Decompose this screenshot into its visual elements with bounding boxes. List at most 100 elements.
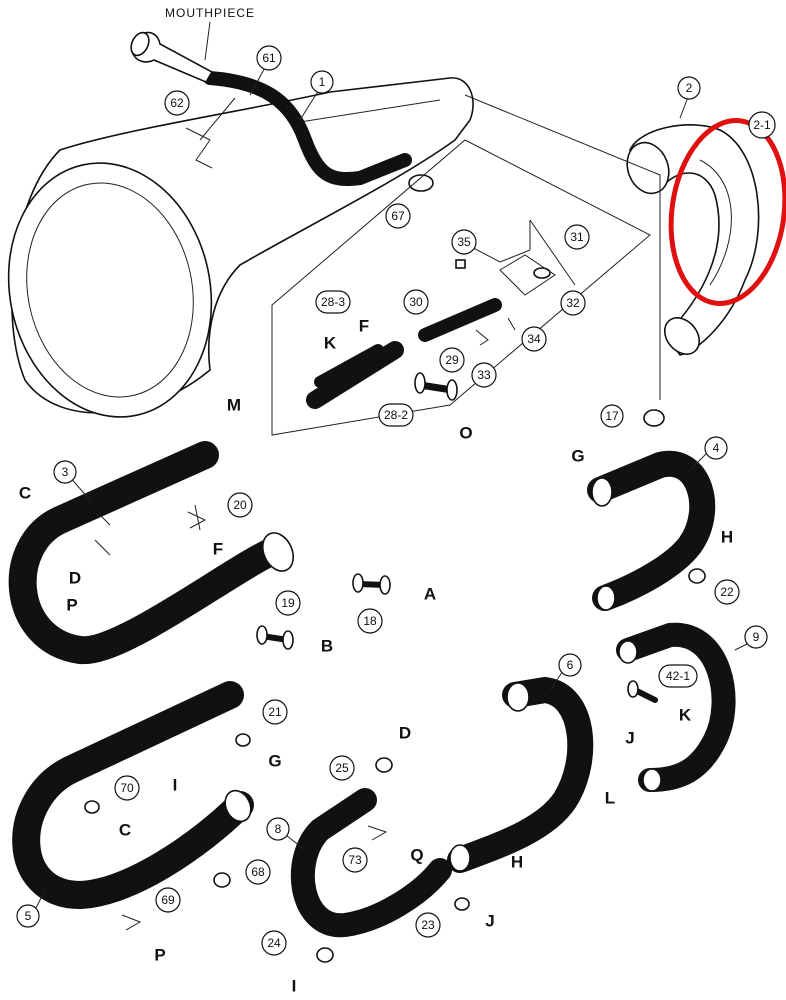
part-number-p35: 35 xyxy=(457,235,471,249)
connection-letter-L1: L xyxy=(605,789,615,808)
connection-letter-J2: J xyxy=(485,912,494,931)
tube-6-8 xyxy=(290,676,594,963)
valve-assembly xyxy=(271,94,661,436)
connection-letter-G1: G xyxy=(571,447,584,466)
connection-letter-H2: H xyxy=(511,853,523,872)
connection-letter-P2: P xyxy=(154,946,165,965)
connection-letter-D1: D xyxy=(69,569,81,588)
connection-letter-F1: F xyxy=(359,317,369,336)
part-bubble-p69: 69 xyxy=(155,887,181,913)
part-bubble-p62: 62 xyxy=(164,90,190,116)
part-number-p61: 61 xyxy=(262,51,276,65)
part-bubble-p1: 1 xyxy=(310,70,334,94)
part-number-p8: 8 xyxy=(275,822,282,836)
part-bubble-p22: 22 xyxy=(714,579,740,605)
part-bubble-p8: 8 xyxy=(266,817,290,841)
upper-bow xyxy=(626,118,786,356)
part-bubble-p21: 21 xyxy=(262,699,288,725)
part-bubble-p68: 68 xyxy=(245,859,271,885)
part-bubble-p61: 61 xyxy=(256,45,282,71)
part-bubble-p23: 23 xyxy=(415,912,441,938)
connection-letter-B1: B xyxy=(321,637,333,656)
part-number-p2-1: 2-1 xyxy=(753,118,771,132)
connection-letter-C2: C xyxy=(119,821,131,840)
part-number-p29: 29 xyxy=(445,353,459,367)
part-bubble-p25: 25 xyxy=(329,755,355,781)
part-bubble-p35: 35 xyxy=(451,229,477,255)
connection-letter-K2: K xyxy=(679,706,692,725)
part-bubble-p18: 18 xyxy=(357,608,383,634)
part-number-p67: 67 xyxy=(391,209,405,223)
part-number-p33: 33 xyxy=(477,368,491,382)
part-number-p69: 69 xyxy=(161,893,175,907)
part-number-p30: 30 xyxy=(409,295,423,309)
part-bubble-p5: 5 xyxy=(16,904,40,928)
connection-letter-A1: A xyxy=(424,585,436,604)
part-bubble-p20: 20 xyxy=(227,492,253,518)
part-bubble-p17: 17 xyxy=(600,404,624,428)
part-bubble-p6: 6 xyxy=(558,653,582,677)
part-bubble-p34: 34 xyxy=(521,326,547,352)
connection-letter-I1: I xyxy=(173,776,178,795)
part-number-p20: 20 xyxy=(233,498,247,512)
part-number-p28-3: 28-3 xyxy=(321,295,345,309)
part-number-p68: 68 xyxy=(251,865,265,879)
part-bubble-p28-2: 28-2 xyxy=(378,403,414,427)
part-bubble-p3: 3 xyxy=(53,460,77,484)
part-number-p3: 3 xyxy=(62,465,69,479)
part-number-p28-2: 28-2 xyxy=(384,408,408,422)
part-bubble-p24: 24 xyxy=(261,930,287,956)
part-number-p62: 62 xyxy=(170,96,184,110)
part-number-p32: 32 xyxy=(566,296,580,310)
part-number-p73: 73 xyxy=(348,853,362,867)
highlight-circle xyxy=(668,118,786,306)
connection-letter-P1: P xyxy=(66,596,77,615)
connection-letter-Q1: Q xyxy=(410,846,423,865)
tube-9 xyxy=(616,622,736,792)
connection-letter-K1: K xyxy=(324,334,337,353)
part-bubble-p33: 33 xyxy=(471,362,497,388)
part-number-p21: 21 xyxy=(268,705,282,719)
part-bubble-p9: 9 xyxy=(744,625,768,649)
part-number-p18: 18 xyxy=(363,614,377,628)
part-number-p24: 24 xyxy=(267,936,281,950)
part-number-p31: 31 xyxy=(570,230,584,244)
connection-letter-D2: D xyxy=(399,724,411,743)
connection-letter-C1: C xyxy=(19,484,31,503)
part-number-p17: 17 xyxy=(605,409,619,423)
part-bubble-p42-1: 42-1 xyxy=(658,664,698,688)
tube-3 xyxy=(8,441,391,665)
part-bubble-p70: 70 xyxy=(114,775,140,801)
part-bubble-p4: 4 xyxy=(704,436,728,460)
part-number-p42-1: 42-1 xyxy=(666,669,690,683)
part-number-p2: 2 xyxy=(686,81,693,95)
connection-letter-M1: M xyxy=(227,396,241,415)
tube-5 xyxy=(12,681,254,931)
part-number-p6: 6 xyxy=(567,658,574,672)
part-number-p23: 23 xyxy=(421,918,435,932)
mouthpiece-title: MOUTHPIECE xyxy=(165,6,255,20)
part-bubble-p32: 32 xyxy=(560,290,586,316)
part-number-p22: 22 xyxy=(720,585,734,599)
part-bubble-p2: 2 xyxy=(677,76,701,100)
part-number-p5: 5 xyxy=(25,909,32,923)
part-bubble-p19: 19 xyxy=(275,590,301,616)
bell-section xyxy=(7,31,474,418)
connection-letter-I2: I xyxy=(292,977,297,996)
connection-letter-F2: F xyxy=(213,540,223,559)
part-bubble-p28-3: 28-3 xyxy=(315,290,351,314)
connection-letter-J1: J xyxy=(625,729,634,748)
part-bubble-p29: 29 xyxy=(439,347,465,373)
connection-letter-H1: H xyxy=(721,528,733,547)
part-bubble-p73: 73 xyxy=(342,847,368,873)
part-number-p25: 25 xyxy=(335,761,349,775)
part-number-p1: 1 xyxy=(319,75,326,89)
part-number-p4: 4 xyxy=(713,441,720,455)
part-number-p9: 9 xyxy=(753,630,760,644)
part-number-p34: 34 xyxy=(527,332,541,346)
part-bubble-p31: 31 xyxy=(564,224,590,250)
part-bubble-p67: 67 xyxy=(385,203,411,229)
